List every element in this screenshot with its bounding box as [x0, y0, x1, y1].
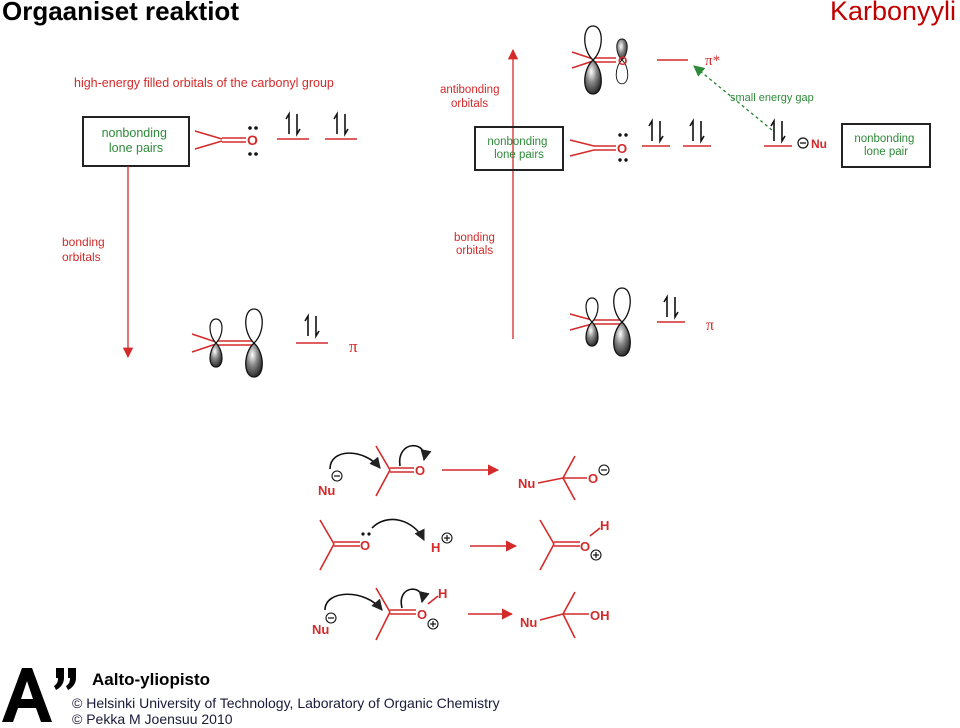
mechanism-row-1: Nu O Nu O — [318, 444, 610, 501]
right-pi-orbital-o-icon — [613, 287, 631, 357]
row3-h: H — [438, 586, 447, 601]
right-oxygen-mid: O — [617, 141, 627, 156]
left-oxygen-top: O — [247, 132, 258, 148]
row3-product-nu: Nu — [520, 615, 537, 630]
row1-o: O — [415, 463, 425, 478]
right-bonding-line1: bonding — [454, 232, 495, 244]
right-box-line2: lone pairs — [494, 149, 544, 161]
row3-o: O — [417, 607, 427, 622]
left-carbonyl-bottom — [191, 333, 254, 353]
right-nonbonding-levels — [642, 120, 711, 147]
aalto-logo-icon — [2, 668, 76, 722]
row1-product-nu: Nu — [518, 476, 535, 491]
right-antibonding-line2: orbitals — [451, 98, 488, 110]
left-box-label: nonbonding lone pairs — [102, 126, 171, 155]
nu-charge-icon — [797, 137, 809, 149]
left-lone-pair-dots — [248, 126, 258, 156]
left-bonding-line1: bonding — [62, 235, 105, 249]
nu-label: Nu — [811, 137, 827, 151]
row2-product-o: O — [580, 539, 590, 554]
right-box-label: nonbonding lone pairs — [487, 136, 550, 161]
row2-h: H — [431, 540, 440, 555]
right-carbonyl-bottom — [569, 313, 622, 331]
page-subtitle: Karbonyyli — [829, 0, 956, 26]
left-box-line1: nonbonding — [102, 126, 167, 140]
left-nonbonding-box — [82, 116, 190, 167]
row3-nu: Nu — [312, 622, 329, 637]
right-antibonding-label: antibonding orbitals — [440, 84, 503, 110]
copyright-line-1: © Helsinki University of Technology, Lab… — [72, 695, 500, 711]
left-bonding-label: bonding orbitals — [62, 235, 108, 264]
right-oxygen-top: O — [618, 54, 627, 68]
left-nonbonding-levels — [277, 113, 357, 140]
mechanism-row-3: Nu O H Nu OH — [312, 586, 610, 641]
nu-box-label: nonbonding lone pair — [854, 133, 917, 158]
right-box-line1: nonbonding — [487, 136, 547, 148]
right-pi-label: π — [706, 317, 714, 334]
copyright-line-2: © Pekka M Joensuu 2010 — [72, 711, 233, 727]
left-pi-label: π — [349, 337, 358, 356]
row1-product-o: O — [588, 471, 598, 486]
right-antibonding-line1: antibonding — [440, 84, 499, 96]
right-nonbonding-box — [474, 126, 564, 171]
left-pi-orbital-o-icon — [245, 308, 263, 378]
right-lone-pair-dots — [618, 133, 628, 162]
right-bonding-label: bonding orbitals — [454, 232, 498, 257]
right-carbonyl-top — [571, 51, 616, 69]
left-pi-level — [296, 315, 328, 344]
row2-o: O — [360, 538, 370, 553]
row3-product-oh: OH — [590, 608, 610, 623]
right-bonding-line2: orbitals — [456, 245, 493, 257]
left-pi-orbital-c-icon — [209, 318, 223, 368]
page-title: Orgaaniset reaktiot — [2, 0, 239, 26]
right-pistar-orbital-c-icon — [584, 25, 602, 95]
left-carbonyl-top — [194, 130, 246, 150]
right-carbonyl-mid — [569, 139, 616, 157]
nu-box-line2: lone pair — [864, 146, 908, 158]
mechanism-row-2: O H O H — [319, 518, 609, 571]
right-pi-level — [657, 296, 685, 323]
row2-product-h: H — [600, 518, 609, 533]
energy-gap-arrow — [693, 65, 773, 131]
university-name: Aalto-yliopisto — [92, 670, 211, 689]
nucleophile-level — [764, 120, 792, 147]
row1-nu: Nu — [318, 483, 335, 498]
right-pi-orbital-c-icon — [585, 297, 599, 347]
left-heading: high-energy filled orbitals of the carbo… — [74, 76, 334, 90]
left-box-line2: lone pairs — [109, 141, 163, 155]
left-bonding-line2: orbitals — [62, 250, 101, 264]
nu-nonbonding-box — [841, 123, 931, 168]
right-pistar-label: π* — [705, 53, 720, 69]
nu-box-line1: nonbonding — [854, 133, 914, 145]
energy-gap-label: small energy gap — [730, 92, 814, 104]
